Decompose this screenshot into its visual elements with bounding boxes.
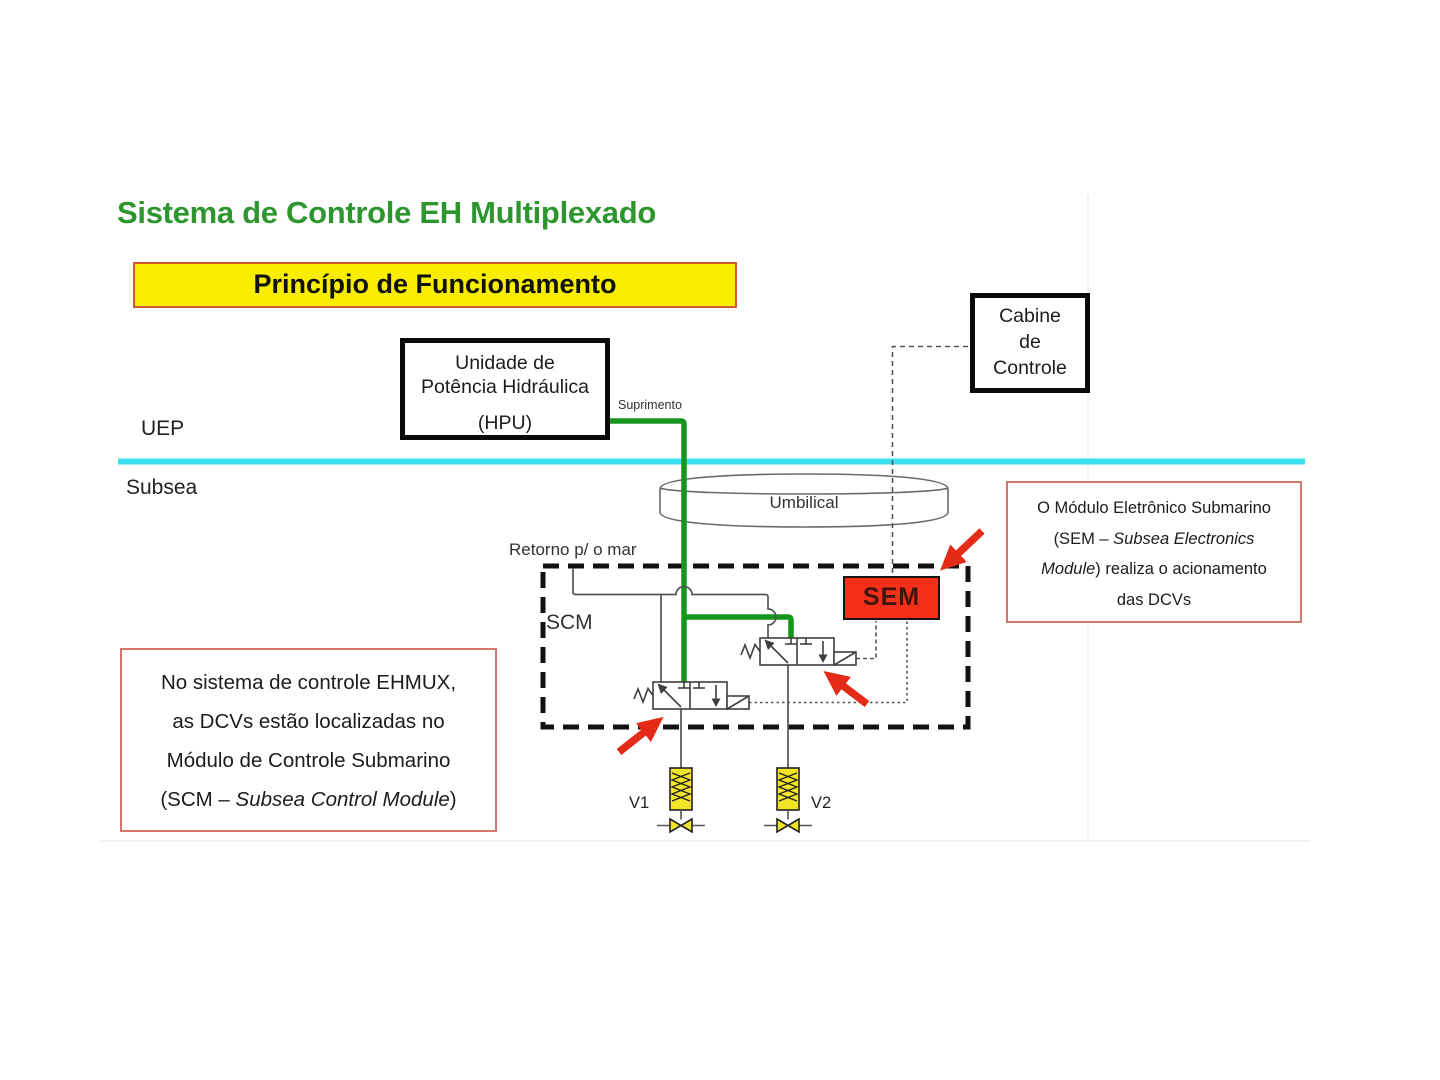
return-to-sea-line <box>572 568 777 638</box>
cabine-box: Cabine de Controle <box>970 293 1090 393</box>
scm-dashed-box <box>540 563 971 730</box>
v1-valve-symbol <box>656 767 706 833</box>
return-lines <box>572 568 789 768</box>
cabine-to-sem-line <box>891 345 968 575</box>
scm-note-line2: as DCVs estão localizadas no <box>172 710 445 733</box>
suprimento-label: Suprimento <box>618 398 682 412</box>
callout-arrows <box>616 528 985 755</box>
hpu-line1: Unidade de <box>455 352 555 374</box>
umbilical-shape <box>659 473 949 528</box>
retorno-label: Retorno p/ o mar <box>509 540 637 559</box>
hpu-line2: Potência Hidráulica <box>420 376 589 398</box>
supply-main-line <box>610 418 687 682</box>
arrow-to-dcv2 <box>823 671 870 707</box>
sem-note-line2-italic: Subsea Electronics <box>1113 529 1255 548</box>
sem-note-line1: O Módulo Eletrônico Submarino <box>1037 499 1271 517</box>
cabine-line2: de <box>1019 331 1041 353</box>
signal-lines <box>749 345 968 704</box>
supply-lines <box>610 418 794 682</box>
scm-note-line3: Módulo de Controle Submarino <box>166 749 451 772</box>
scm-label: SCM <box>546 611 593 634</box>
arrow-to-dcv1 <box>616 716 664 755</box>
scm-note-line4-italic: Subsea Control Module <box>235 788 450 811</box>
sem-note-line2: (SEM – Subsea Electronics <box>1008 524 1300 555</box>
subsea-label: Subsea <box>126 476 198 499</box>
v2-label: V2 <box>811 794 832 812</box>
supply-branch-line <box>684 614 794 638</box>
sem-note-line3-suffix: ) realiza o acionamento <box>1095 560 1267 578</box>
sem-note-line2-prefix: (SEM – <box>1053 529 1114 548</box>
scm-note-line4-suffix: ) <box>449 788 457 811</box>
subtitle-banner: Princípio de Funcionamento <box>133 262 737 308</box>
hpu-line3: (HPU) <box>477 412 533 434</box>
sem-note-line3-italic: Module <box>1041 560 1096 578</box>
scm-note-box: No sistema de controle EHMUX, as DCVs es… <box>120 648 497 832</box>
cabine-line3: Controle <box>993 357 1067 379</box>
hpu-box: Unidade de Potência Hidráulica (HPU) <box>400 338 610 440</box>
sem-box: SEM <box>843 576 940 620</box>
sem-note-line4: das DCVs <box>1116 590 1192 609</box>
sem-to-dcv2-line <box>856 621 877 660</box>
scm-note-line4: (SCM – Subsea Control Module) <box>122 780 495 819</box>
slide-title: Sistema de Controle EH Multiplexado <box>117 195 656 230</box>
scm-note-line1: No sistema de controle EHMUX, <box>160 671 457 694</box>
dcv1-symbol <box>633 681 750 710</box>
arrow-to-sem <box>940 528 985 571</box>
umbilical-label: Umbilical <box>769 493 839 512</box>
v2-valve-symbol <box>763 767 813 833</box>
scm-note-line4-prefix: (SCM – <box>160 788 236 811</box>
v1-label: V1 <box>629 794 650 812</box>
cabine-line1: Cabine <box>999 305 1061 327</box>
dcv2-symbol <box>740 637 857 666</box>
sem-note-box: O Módulo Eletrônico Submarino (SEM – Sub… <box>1006 481 1302 623</box>
uep-label: UEP <box>141 417 185 440</box>
sem-note-line3: Module) realiza o acionamento <box>1008 554 1300 585</box>
